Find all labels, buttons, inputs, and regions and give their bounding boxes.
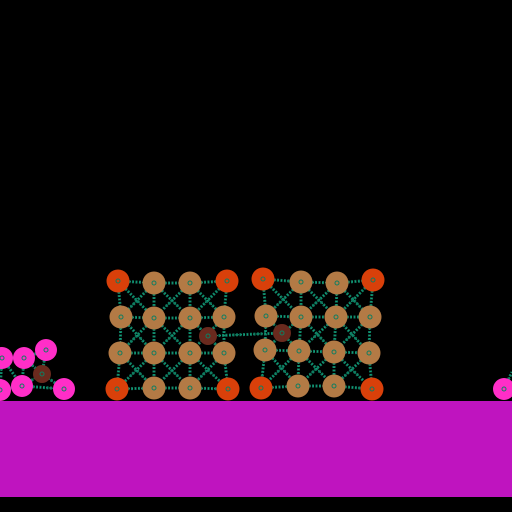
pink-cluster-node [53,378,75,400]
pink-cluster-node [11,375,33,397]
pink-cluster-node [0,347,13,369]
cube-right-node [357,341,381,365]
cube-right-node [287,339,311,363]
cube-left-node [215,269,239,293]
cube-link-node-right [273,324,291,342]
cube-right-node [325,271,349,295]
cube-right-node [324,305,348,329]
cube-left-node [178,376,202,400]
cube-right-node [322,374,346,398]
cube-right-node [289,270,313,294]
pink-right-node [493,378,512,400]
ground-platform [0,401,512,497]
node-layer [0,267,512,401]
pink-cluster-node [13,347,35,369]
cube-link-spring [207,331,283,338]
cube-link-node-left [199,327,217,345]
cube-left-node [109,305,133,329]
pink-cluster-node [33,365,51,383]
cube-right-node [253,338,277,362]
cube-left-node [178,341,202,365]
cube-right-node [249,376,273,400]
cube-left-node [212,341,236,365]
pink-cluster-node [0,379,11,401]
cube-left-node [142,341,166,365]
cube-right-node [358,305,382,329]
cube-right-node [360,377,384,401]
cube-right-node [254,304,278,328]
cube-right-node [251,267,275,291]
cube-left-node [178,271,202,295]
pink-cluster-node [35,339,57,361]
cube-right-node [361,268,385,292]
cube-left-node [142,271,166,295]
cube-right-node [286,374,310,398]
cube-left-node [142,306,166,330]
cube-left-node [216,377,240,401]
cube-left-node [108,341,132,365]
bottom-void [0,497,512,512]
cube-left-node [212,305,236,329]
cube-right-node [322,340,346,364]
cube-left-node [178,306,202,330]
cube-left-node [142,376,166,400]
cube-left-node [106,269,130,293]
cube-left-node [105,377,129,401]
cube-right-node [289,305,313,329]
